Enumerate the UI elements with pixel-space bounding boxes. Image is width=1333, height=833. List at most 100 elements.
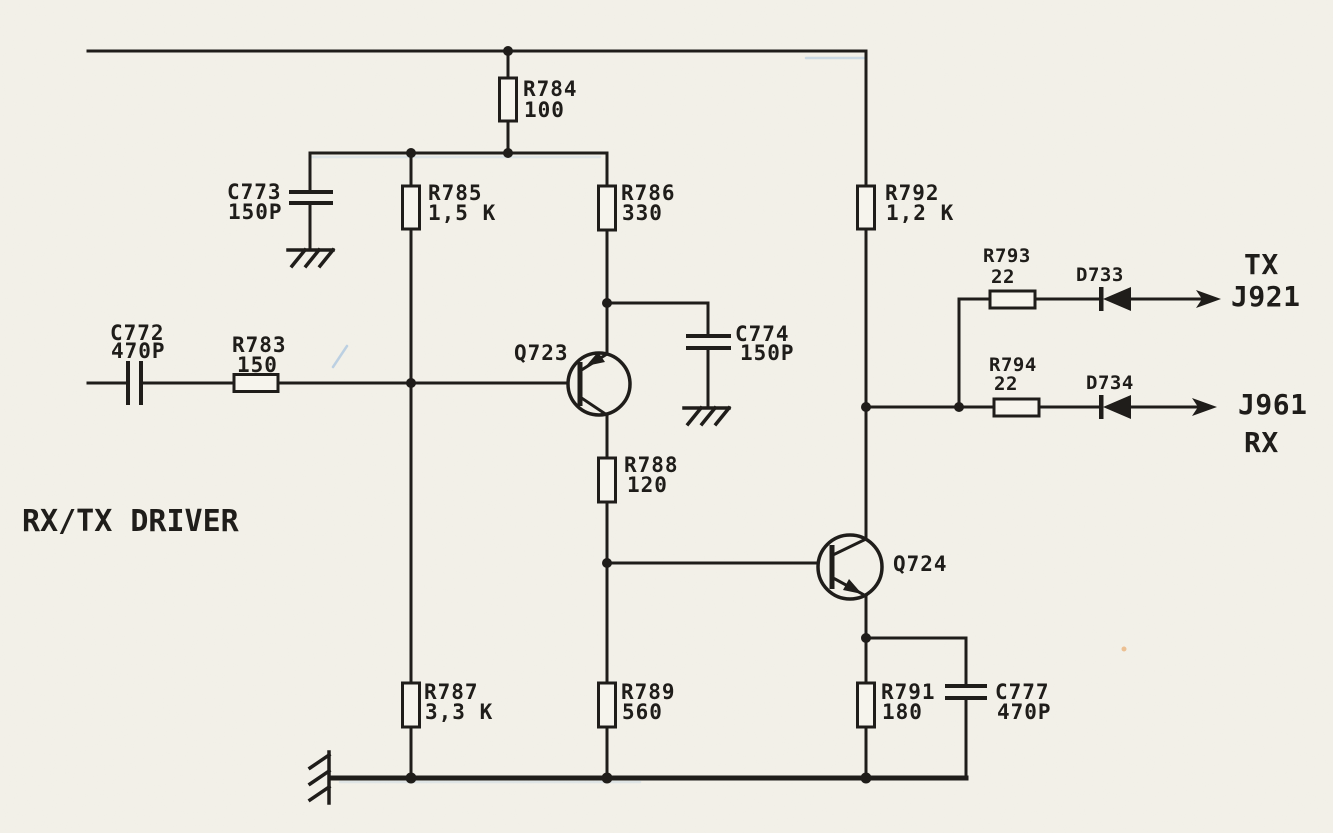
resistor-ref: R791 (881, 680, 936, 704)
resistor-R788: R788 120 (597, 453, 678, 504)
resistor-ref: R793 (983, 245, 1031, 267)
arrow-right-icon (1196, 290, 1221, 308)
port-label: RX (1244, 426, 1279, 459)
transistor-circle (566, 351, 632, 417)
junction-dot (602, 558, 612, 568)
resistor-value: 330 (622, 201, 663, 225)
resistor-R783: R783 150 (232, 333, 287, 393)
diode-triangle-icon (1103, 287, 1131, 311)
resistor-R786: R786 330 (597, 181, 676, 232)
resistor-ref: R786 (621, 181, 676, 205)
port-label: J921 (1231, 280, 1300, 313)
resistor-R794: R794 22 (989, 354, 1041, 418)
diode-ref: D733 (1076, 264, 1124, 286)
junction-dot (503, 46, 513, 56)
resistor-R784: R784 100 (498, 76, 578, 123)
ground-hatch (307, 752, 332, 803)
port-label: TX (1244, 248, 1279, 281)
junction-dot (406, 148, 416, 158)
transistor-Q724: Q724 (816, 533, 947, 601)
resistor-body (597, 681, 617, 729)
capacitor-value: 150P (740, 341, 795, 365)
capacitor-C777: C777 470P (945, 680, 1052, 724)
resistor-R792: R792 1,2 K (856, 181, 954, 231)
resistor-body (992, 397, 1041, 418)
port-rx: J961 RX (1238, 388, 1307, 459)
capacitor-ref: C772 (110, 321, 165, 345)
cathode-bar (1099, 287, 1104, 311)
resistor-body (401, 184, 421, 231)
resistor-value: 150 (237, 353, 278, 377)
transistor-circle (816, 533, 884, 601)
port-label: J961 (1238, 388, 1307, 421)
resistor-value: 560 (622, 700, 663, 724)
resistor-ref: R783 (232, 333, 287, 357)
chassis-ground-left (307, 750, 332, 805)
resistor-value: 22 (994, 373, 1018, 395)
arrow-right-icon (1192, 398, 1217, 416)
capacitor-ref: C774 (735, 322, 790, 346)
resistor-R793: R793 22 (983, 245, 1037, 310)
resistor-ref: R784 (523, 77, 578, 101)
resistor-body (597, 456, 617, 504)
diode-ref: D734 (1086, 372, 1134, 394)
base-bar (829, 545, 835, 589)
wire-top-rail (86, 49, 868, 188)
wire-c774-branch (605, 301, 710, 410)
junction-dot (601, 772, 613, 784)
schematic-title: RX/TX DRIVER (22, 504, 240, 539)
resistor-ref: R785 (428, 181, 483, 205)
base-bar (577, 362, 583, 406)
diode-D734: D734 (1086, 372, 1134, 419)
capacitor-plates (686, 334, 731, 350)
junction-dot (406, 378, 416, 388)
capacitor-C773: C773 150P (227, 180, 333, 224)
capacitor-plates (126, 361, 143, 405)
resistor-ref: R789 (621, 680, 676, 704)
ground-hatch (289, 247, 336, 269)
resistor-R787: R787 3,3 K (401, 680, 493, 729)
resistor-body (597, 184, 617, 232)
port-tx: TX J921 (1231, 248, 1300, 313)
resistor-R789: R789 560 (597, 680, 676, 729)
resistor-value: 180 (882, 700, 923, 724)
resistor-ref: R787 (424, 680, 479, 704)
junction-dot (860, 772, 872, 784)
resistor-value: 1,2 K (886, 201, 954, 225)
resistor-value: 1,5 K (428, 201, 496, 225)
orange-speck (1121, 646, 1127, 652)
resistor-body (856, 184, 876, 231)
capacitor-C774: C774 150P (686, 322, 795, 365)
resistor-R785: R785 1,5 K (401, 181, 496, 231)
resistor-value: 100 (524, 98, 565, 122)
output-arrows (1192, 290, 1221, 416)
capacitor-value: 470P (997, 700, 1052, 724)
diode-triangle-icon (1103, 395, 1131, 419)
wire-c777-branch (864, 636, 968, 780)
resistor-ref: R792 (885, 181, 940, 205)
resistor-R791: R791 180 (856, 680, 936, 729)
resistor-value: 120 (627, 473, 668, 497)
resistor-value: 22 (991, 266, 1015, 288)
junction-dot (602, 298, 612, 308)
resistor-body (498, 76, 518, 123)
cathode-bar (1099, 395, 1104, 419)
ground-c773 (286, 247, 336, 269)
capacitor-ref: C777 (995, 680, 1050, 704)
transistor-ref: Q723 (514, 341, 569, 365)
capacitor-value: 150P (228, 200, 283, 224)
junction-dot (954, 402, 964, 412)
junction-dot (405, 772, 417, 784)
npn-arrow-icon (843, 579, 862, 594)
pen-mark-diagonal (331, 344, 349, 369)
capacitor-value: 470P (111, 339, 166, 363)
diode-D733: D733 (1076, 264, 1131, 311)
resistor-body (856, 681, 876, 729)
resistor-body (988, 289, 1037, 310)
resistor-ref: R794 (989, 354, 1037, 376)
resistor-value: 3,3 K (425, 700, 493, 724)
capacitor-ref: C773 (227, 180, 282, 204)
